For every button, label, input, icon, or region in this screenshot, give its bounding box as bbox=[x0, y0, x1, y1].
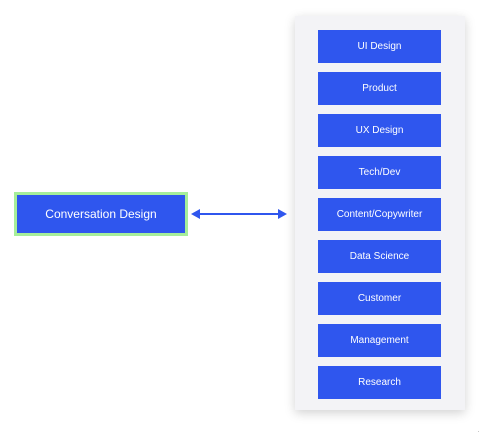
role-label: Content/Copywriter bbox=[336, 209, 423, 220]
arrow-head-left bbox=[191, 209, 200, 219]
role-label: Management bbox=[350, 335, 409, 346]
role-label: Research bbox=[358, 377, 401, 388]
role-label: Customer bbox=[357, 293, 402, 304]
conversation-design-label: Conversation Design bbox=[45, 207, 157, 221]
bidirectional-arrow bbox=[191, 209, 287, 219]
role-label: Product bbox=[362, 83, 397, 94]
role-box-customer: Customer bbox=[318, 282, 441, 315]
role-label: Data Science bbox=[349, 251, 410, 262]
role-box-ux-design: UX Design bbox=[318, 114, 441, 147]
role-label: UX Design bbox=[355, 125, 404, 136]
roles-list: UI Design Product UX Design Tech/Dev Con… bbox=[318, 30, 441, 408]
corner-dot bbox=[478, 431, 479, 432]
role-label: Tech/Dev bbox=[358, 167, 401, 178]
role-box-management: Management bbox=[318, 324, 441, 357]
role-label: UI Design bbox=[357, 41, 402, 52]
role-box-tech-dev: Tech/Dev bbox=[318, 156, 441, 189]
role-box-research: Research bbox=[318, 366, 441, 399]
arrow-head-right bbox=[278, 209, 287, 219]
role-box-product: Product bbox=[318, 72, 441, 105]
role-box-ui-design: UI Design bbox=[318, 30, 441, 63]
role-box-content-copywriter: Content/Copywriter bbox=[318, 198, 441, 231]
conversation-design-node: Conversation Design bbox=[14, 192, 188, 236]
role-box-data-science: Data Science bbox=[318, 240, 441, 273]
